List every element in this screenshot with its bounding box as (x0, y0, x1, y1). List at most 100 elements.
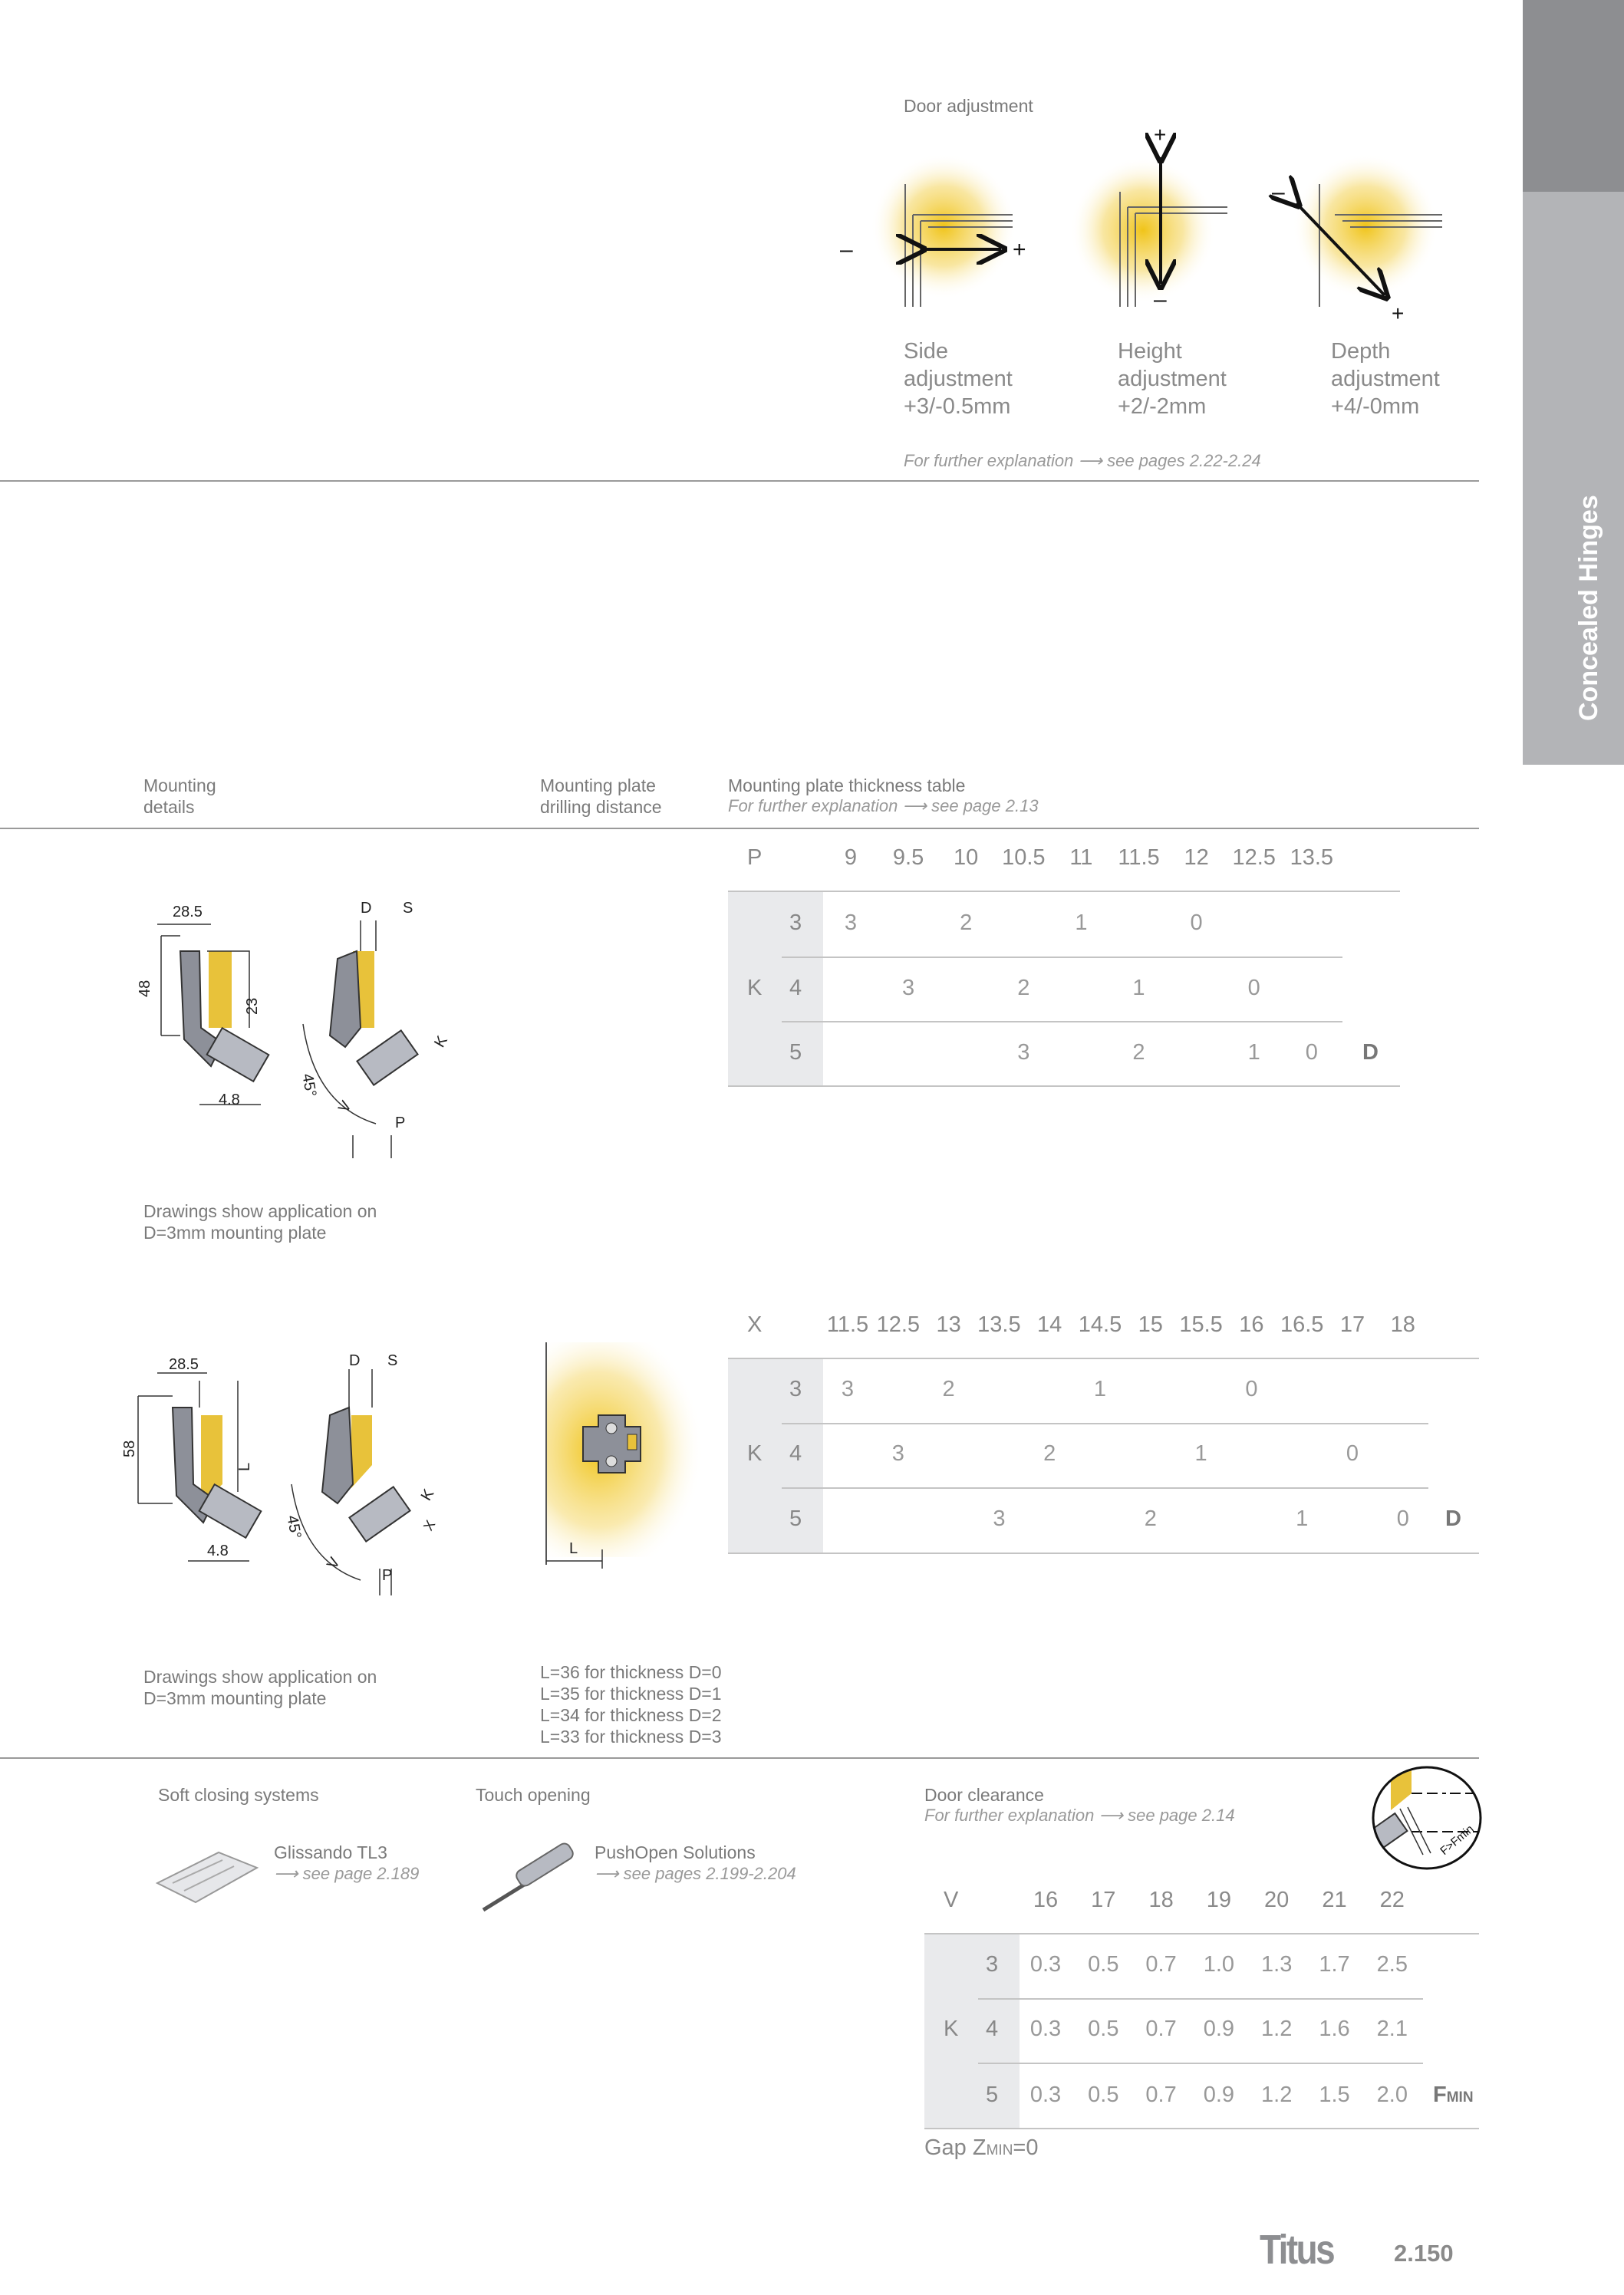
side-tab[interactable] (1523, 192, 1624, 765)
table-rule (978, 2063, 1423, 2064)
table-cell: 3 (844, 910, 858, 935)
glissando-image (155, 1851, 259, 1904)
table-cell: 1 (1296, 1506, 1309, 1531)
table-cell: 0.7 (1145, 1952, 1177, 1977)
column-header: 10.5 (1002, 845, 1046, 870)
side-tab-top (1523, 0, 1624, 192)
table-cell: 3 (993, 1506, 1006, 1531)
svg-text:+: + (1154, 123, 1166, 147)
row-group-label: K (747, 1441, 763, 1466)
table-cell: 1.2 (1261, 2083, 1293, 2107)
column-header: 21 (1322, 1888, 1347, 1912)
table-rule (728, 1085, 1400, 1087)
row-label: 4 (789, 976, 802, 1000)
svg-text:V: V (324, 1554, 344, 1572)
table-cell: 0.3 (1029, 2017, 1062, 2041)
thickness-table-further-link[interactable]: For further explanation ⟶ see page 2.13 (728, 796, 1039, 815)
table-cell: 1.0 (1203, 1952, 1235, 1977)
page-number: 2.150 (1394, 2240, 1454, 2267)
table-rule (782, 1423, 1428, 1424)
table-cell: 2.5 (1376, 1952, 1408, 1977)
table-header-label: X (747, 1312, 763, 1337)
table-cell: 2 (1043, 1441, 1056, 1466)
table-rule (924, 2128, 1479, 2129)
table-cell: 3 (891, 1441, 904, 1466)
table-suffix: FMIN (1433, 2083, 1474, 2107)
column-header: 12.5 (876, 1312, 921, 1337)
row-group-label: K (747, 976, 763, 1000)
row-label: 5 (789, 1506, 802, 1531)
row-label: 3 (986, 1952, 999, 1977)
svg-text:P: P (382, 1567, 392, 1584)
table-suffix: D (1362, 1040, 1379, 1065)
column-header: 12 (1184, 845, 1209, 870)
svg-text:D: D (349, 1352, 360, 1369)
door-clearance-detail: F>Fmin (1372, 1766, 1482, 1870)
table-cell: 1.3 (1261, 1952, 1293, 1977)
table-cell: 3 (902, 976, 915, 1000)
svg-text:45°: 45° (298, 1072, 319, 1098)
table-cell: 0.5 (1088, 2017, 1119, 2041)
table-header-label: P (747, 845, 763, 870)
table-cell: 1.6 (1319, 2017, 1350, 2041)
table-cell: 3 (1017, 1040, 1030, 1065)
depth-adjustment-icon (1293, 153, 1442, 307)
table-cell: 2 (960, 910, 973, 935)
pushopen-image (482, 1842, 574, 1912)
column-header: 11.5 (1118, 845, 1160, 870)
table-cell: 2.0 (1376, 2083, 1408, 2107)
svg-text:4.8: 4.8 (207, 1543, 229, 1559)
svg-text:–: – (1154, 287, 1167, 312)
pushopen-link[interactable]: PushOpen Solutions (595, 1842, 756, 1862)
column-header: 14 (1037, 1312, 1062, 1337)
table-cell: 0.3 (1029, 2083, 1062, 2107)
table-cell: 2 (1144, 1506, 1157, 1531)
table-cell: 0.9 (1203, 2083, 1235, 2107)
svg-text:P: P (395, 1115, 405, 1131)
column-header: 17 (1339, 1312, 1365, 1337)
column-header: 15 (1138, 1312, 1163, 1337)
table-cell: 0.9 (1203, 2017, 1235, 2041)
side-tab-label: Concealed Hinges (1574, 495, 1603, 721)
column-header: 9 (844, 845, 858, 870)
column-header: 13 (936, 1312, 961, 1337)
divider (0, 1757, 1479, 1759)
svg-text:28.5: 28.5 (169, 1356, 199, 1373)
table-cell: 0.5 (1088, 2083, 1119, 2107)
row-label: 3 (789, 910, 802, 935)
column-header: 11 (1069, 845, 1093, 870)
table-rule (782, 1487, 1428, 1489)
door-adjustment-further-link[interactable]: For further explanation ⟶ see pages 2.22… (904, 451, 1261, 470)
gap-note: Gap ZMIN=0 (924, 2135, 1039, 2160)
side-adjustment-icon (871, 153, 1016, 307)
height-adjustment-icon (1070, 157, 1227, 307)
row-label: 3 (789, 1377, 802, 1401)
pushopen-page-link[interactable]: ⟶ see pages 2.199-2.204 (595, 1864, 796, 1883)
column-header: 18 (1390, 1312, 1415, 1337)
row-group-shade (924, 1933, 1020, 2128)
svg-text:58: 58 (121, 1441, 138, 1457)
table-cell: 1 (1093, 1377, 1107, 1401)
column-header: 12.5 (1232, 845, 1276, 870)
table-rule (782, 1021, 1342, 1022)
table-cell: 1.5 (1319, 2083, 1350, 2107)
row-group-label: K (944, 2017, 959, 2041)
door-clearance-further-link[interactable]: For further explanation ⟶ see page 2.14 (924, 1806, 1235, 1825)
svg-text:L: L (569, 1540, 578, 1557)
table-cell: 0.7 (1145, 2083, 1177, 2107)
row-label: 4 (789, 1441, 802, 1466)
column-header: 13.5 (1290, 845, 1334, 870)
table-cell: 1 (1075, 910, 1088, 935)
svg-text:+: + (1392, 301, 1404, 325)
table-rule (728, 891, 1400, 892)
table-cell: 3 (841, 1377, 855, 1401)
svg-text:–: – (1272, 179, 1285, 205)
glissando-link[interactable]: Glissando TL3 (274, 1842, 387, 1862)
glissando-page-link[interactable]: ⟶ see page 2.189 (274, 1864, 420, 1883)
table-cell: 1.2 (1261, 2017, 1293, 2041)
